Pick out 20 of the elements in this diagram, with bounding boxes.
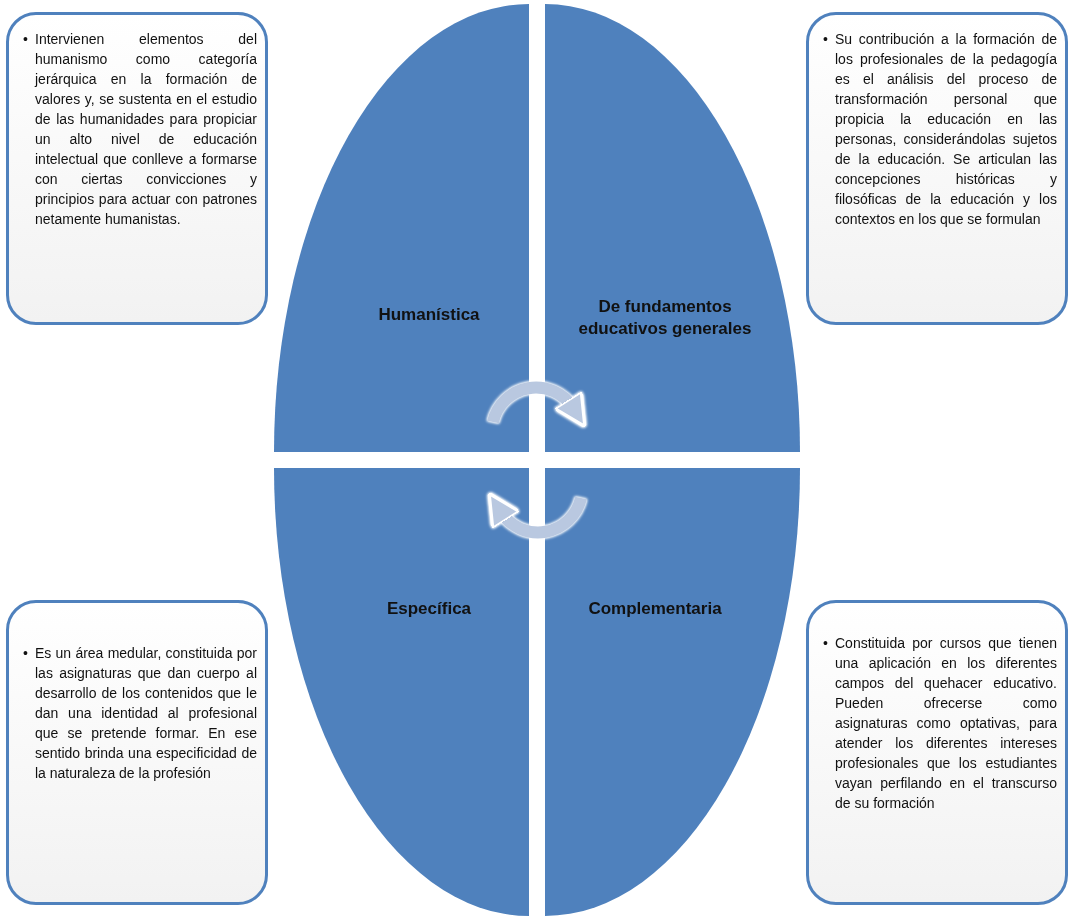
description-text: Intervienen elementos del humanismo como categoría jerárquica en la formación de valores y, se sustenta en el estudio de las humanidades para propiciar un alto nivel de educación intelectual que conlleve a formarse con ciertas convicciones y principios para actuar con patrones netamente humanistas. bbox=[35, 30, 257, 229]
quarter-segment bbox=[274, 468, 529, 916]
bullet-mark: • bbox=[823, 30, 828, 49]
description-text: Es un área medular, constituida por las asignaturas que dan cuerpo al desarrollo de los contenidos que le dan una identidad al profesional que se pretende formar. En ese sentido brinda una especificidad de la naturaleza de la profesión bbox=[35, 644, 257, 783]
segment-title: De fundamentos educativos generales bbox=[577, 296, 753, 340]
description-text: Constituida por cursos que tienen una aplicación en los diferentes campos del quehacer educativo. Pueden ofrecerse como asignaturas como optativas, para atender los diferentes intereses profesionales que los estudiantes vayan perfilando en el transcurso de su formación bbox=[835, 634, 1057, 813]
text-box bbox=[806, 600, 1068, 905]
quarter-segment bbox=[545, 4, 800, 452]
segment-title: Humanística bbox=[377, 304, 481, 326]
text-box bbox=[6, 12, 268, 325]
bullet-mark: • bbox=[823, 634, 828, 653]
description-text: Su contribución a la formación de los profesionales de la pedagogía es el análisis del proceso de transformación personal que propicia la educación en las personas, considerándolas sujetos de la educación. Se articulan las concepciones históricas y filosóficas de la educación y los contextos en los que se formulan bbox=[835, 30, 1057, 229]
quarter-segment bbox=[274, 4, 529, 452]
segment-title: Complementaria bbox=[587, 598, 723, 620]
quarter-segment bbox=[545, 468, 800, 916]
text-box bbox=[806, 12, 1068, 325]
bullet-mark: • bbox=[23, 30, 28, 49]
segment-title: Específica bbox=[385, 598, 473, 620]
bullet-mark: • bbox=[23, 644, 28, 663]
text-box bbox=[6, 600, 268, 905]
